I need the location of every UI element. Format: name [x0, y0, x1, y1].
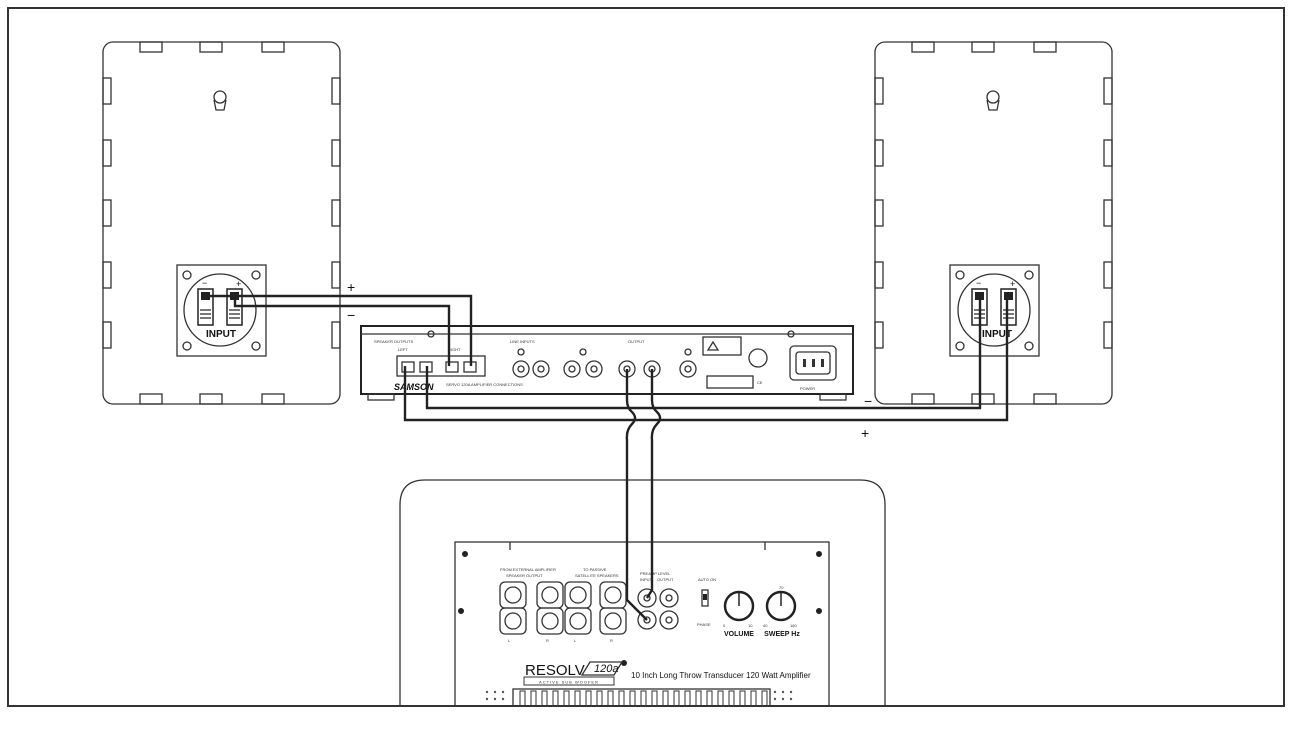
heatsink-fin: [651, 690, 658, 707]
volume-label: VOLUME: [724, 631, 754, 638]
terminal-neg-label: −: [976, 278, 981, 288]
binding-post: [499, 581, 627, 635]
screw-icon: [182, 270, 261, 351]
to-passive-label: TO PASSIVE: [583, 567, 607, 572]
heatsink-fin: [607, 690, 614, 707]
terminal-pos-label: +: [236, 279, 241, 289]
heatsink-fin: [618, 690, 625, 707]
heatsink-fins: [519, 690, 768, 707]
amp-model-text: SERVO 120A AMPLIFIER CONNECTIONS: [446, 382, 523, 387]
speaker-terminal: [971, 288, 1017, 326]
heatsink-fin: [673, 690, 680, 707]
polarity-plus-top: +: [347, 279, 355, 295]
keyhole-icon: [986, 90, 1000, 111]
heatsink-fin: [629, 690, 636, 707]
left-positive-cable: [203, 294, 473, 366]
heatsink-fin: [706, 690, 713, 707]
jack-label: L: [574, 638, 577, 643]
subwoofer: FROM EXTERNAL AMPLIFIER SPEAKER OUTPUT T…: [399, 479, 886, 707]
volume-knob: [723, 590, 755, 622]
sub-brand: RESOLV: [525, 662, 585, 679]
right-negative-cable: [425, 296, 982, 410]
speaker-outputs-label: SPEAKER OUTPUTS: [374, 339, 413, 344]
line-cable-right: [645, 369, 662, 599]
heatsink-fin: [519, 690, 526, 707]
polarity-minus-top: −: [347, 307, 355, 323]
heatsink-fin: [662, 690, 669, 707]
auto-on-switch: [701, 589, 709, 607]
heatsink-fin: [585, 690, 592, 707]
jack-label: R: [610, 638, 613, 643]
phase-label: PHASE: [697, 622, 711, 627]
right-speaker: − + INPUT: [874, 41, 1113, 405]
sweep-scale-mid: 70: [779, 585, 784, 590]
line-inputs-label: LINE INPUTS: [510, 339, 535, 344]
speaker-cables: [203, 294, 1009, 422]
screw-icon: [955, 270, 1034, 351]
heatsink-fin: [541, 690, 548, 707]
rca-jack: [637, 588, 679, 630]
heatsink-fin: [640, 690, 647, 707]
from-ext-amp-label: FROM EXTERNAL AMPLIFIER: [500, 567, 556, 572]
warning-icon: [706, 340, 720, 351]
jack-label: R: [546, 638, 549, 643]
power-inlet: [789, 345, 837, 381]
sub-tagline: 10 Inch Long Throw Transducer 120 Watt A…: [631, 671, 811, 680]
heatsink-fin: [761, 690, 768, 707]
volume-scale-min: 0: [723, 623, 726, 628]
amp-right-label: RIGHT: [448, 347, 461, 352]
heatsink-fin: [563, 690, 570, 707]
heatsink-fin: [530, 690, 537, 707]
line-cable-left: [625, 369, 648, 621]
heatsink-fin: [728, 690, 735, 707]
sweep-scale-max: 160: [790, 623, 797, 628]
speaker-output-label: SPEAKER OUTPUT: [506, 573, 543, 578]
amp-brand: SAMSON: [394, 382, 434, 392]
jack-label: L: [508, 638, 511, 643]
ce-mark: CE: [757, 380, 763, 385]
amp-left-label: LEFT: [398, 347, 408, 352]
heatsink-fin: [596, 690, 603, 707]
left-negative-cable: [233, 300, 451, 366]
auto-on-label: AUTO ON: [698, 577, 716, 582]
heatsink-fin: [552, 690, 559, 707]
sweep-knob: [765, 590, 797, 622]
left-speaker: − + INPUT: [102, 41, 341, 405]
sub-subtitle: ACTIVE SUB WOOFER: [539, 680, 599, 685]
preamp-output-label: OUTPUT: [657, 577, 674, 582]
heatsink-fin: [695, 690, 702, 707]
heatsink-fin: [739, 690, 746, 707]
rca-jack: [512, 348, 697, 378]
speaker-input-label: INPUT: [206, 329, 236, 340]
heatsink-fin: [574, 690, 581, 707]
heatsink-fin: [684, 690, 691, 707]
power-switch: [748, 348, 768, 368]
preamp-level-label: PREAMP LEVEL: [640, 571, 671, 576]
heatsink-fin: [717, 690, 724, 707]
model-badge: [580, 661, 624, 676]
sweep-label: SWEEP Hz: [764, 631, 800, 638]
right-positive-cable: [403, 296, 1009, 422]
sweep-scale-min: 40: [763, 623, 768, 628]
amp-output-label: OUTPUT: [628, 339, 645, 344]
speaker-input-label: INPUT: [982, 329, 1012, 340]
power-label: POWER: [800, 386, 815, 391]
keyhole-icon: [213, 90, 227, 111]
heatsink-fin: [750, 690, 757, 707]
preamp-input-label: INPUT: [640, 577, 653, 582]
terminal-pos-label: +: [1010, 279, 1015, 289]
volume-scale-max: 10: [748, 623, 753, 628]
sub-model: 120a: [594, 663, 618, 675]
polarity-minus-bottom: −: [864, 393, 872, 409]
amplifier-rear-panel: SPEAKER OUTPUTS LEFT RIGHT SAMSON SERVO …: [360, 325, 854, 401]
polarity-plus-bottom: +: [861, 425, 869, 441]
vent-dots: [485, 690, 793, 701]
terminal-neg-label: −: [202, 278, 207, 288]
satellite-speakers-label: SATELLITE SPEAKERS: [575, 573, 619, 578]
line-cables: [625, 369, 662, 621]
